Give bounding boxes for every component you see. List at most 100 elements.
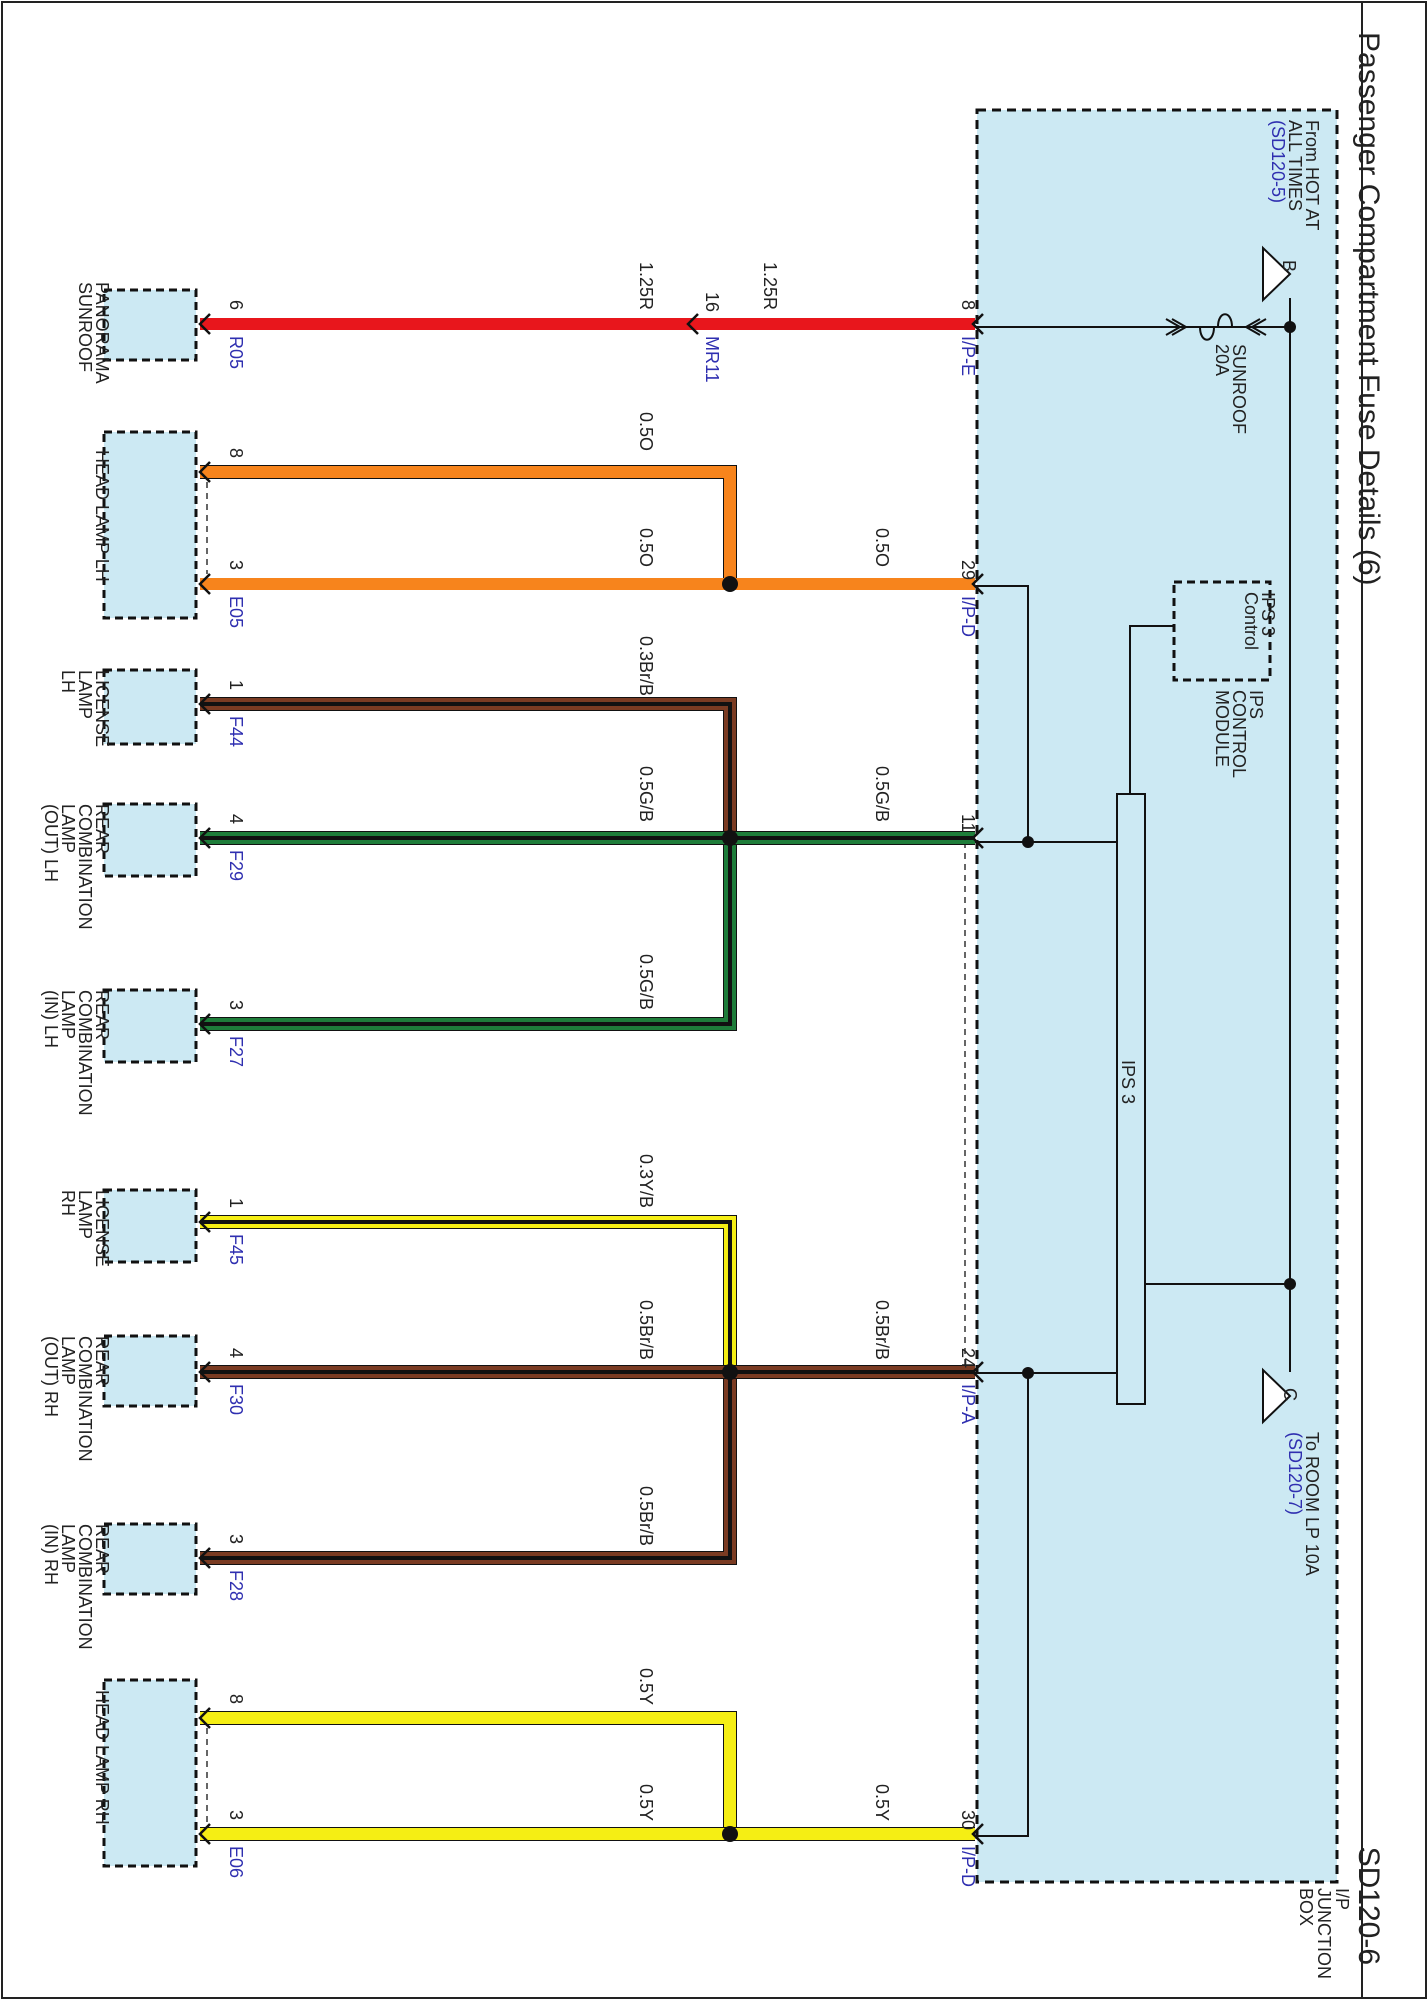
connector-pin-chevron: [971, 827, 984, 849]
ips-left-branch: [975, 585, 1029, 843]
junction-box-label-2: JUNCTION: [1314, 1888, 1334, 1979]
head-lamp-lh-name-1: HEAD LAMP LH: [92, 450, 112, 582]
fuse-label-2: 20A: [1212, 344, 1232, 376]
rear-comb-lamp-out-lh-connector: F29: [226, 850, 246, 881]
license-lamp-lh-name-2: LAMP: [75, 670, 95, 719]
rear-comb-lamp-out-lh-name-3: LAMP: [58, 804, 78, 853]
page-title: Passenger Compartment Fuse Details (6): [1352, 32, 1385, 586]
rear-comb-lamp-out-lh-name-2: COMBINATION: [75, 804, 95, 930]
rear-comb-lamp-out-rh-connector: F30: [226, 1384, 246, 1415]
head-lamp-rh-name-1: HEAD LAMP RH: [92, 1690, 112, 1825]
wire-label-ip-11: 0.5G/B: [872, 766, 892, 822]
head-lamp-lh-connector: E05: [226, 596, 246, 628]
panorama-sunroof-box: [102, 288, 198, 362]
wire-brown-license-lh-tracer: [200, 702, 732, 838]
connector-pin-chevron: [198, 1823, 211, 1845]
junction-box: [975, 108, 1339, 1884]
output-ref: (SD120-7): [1285, 1432, 1305, 1515]
license-lamp-lh-connector: F44: [226, 716, 246, 747]
junction-box-label-1: I/P: [1332, 1888, 1352, 1910]
wire-label-rear-out-lh: 0.5G/B: [636, 766, 656, 822]
ips-control-line: [1129, 625, 1174, 794]
connector-pin-chevron: [198, 693, 211, 715]
wire-label-sunroof-right: 1.25R: [760, 262, 780, 310]
splice-dot: [722, 576, 738, 592]
inline-connector-name: MR11: [702, 336, 722, 383]
connector-pin-chevron: [971, 313, 984, 335]
wire-label-ip-d-30: 0.5Y: [872, 1784, 892, 1821]
wire-label-rear-in-lh: 0.5G/B: [636, 954, 656, 1010]
output-terminal-symbol: [1262, 1367, 1292, 1425]
rear-comb-lamp-out-lh-name-1: REAR: [92, 804, 112, 854]
source-terminal-symbol: [1262, 245, 1292, 303]
output-terminal: C: [1280, 1388, 1300, 1401]
ips-right-branch: [975, 1372, 1029, 1837]
ips-control-label-2: Control: [1241, 592, 1261, 650]
wires: [198, 313, 984, 1845]
head-lamp-lh-pin-3: 3: [226, 560, 246, 570]
connector-pin-chevron: [971, 1823, 984, 1845]
wire-label-ip-d-29: 0.5O: [872, 528, 892, 567]
source-terminal: B: [1279, 260, 1299, 272]
source-ref: (SD120-5): [1268, 120, 1288, 203]
connector-pin-chevron: [198, 1707, 211, 1729]
wire-green-in-lh-tracer: [200, 838, 732, 1026]
ips-module-label-3: MODULE: [1212, 690, 1232, 767]
rear-comb-lamp-in-lh-connector: F27: [226, 1036, 246, 1067]
license-lamp-lh-name-1: LICENSE: [92, 670, 112, 747]
connector-pin-chevron: [198, 313, 211, 335]
rear-comb-lamp-in-lh-name-3: LAMP: [58, 990, 78, 1039]
rear-comb-lamp-out-lh-name-4: (OUT) LH: [41, 804, 61, 882]
source-label-1: From HOT AT: [1302, 120, 1322, 230]
license-lamp-lh-pin-1: 1: [226, 680, 246, 690]
box-connector-ip-e: I/P-E: [958, 336, 978, 376]
wire-orange-8: [200, 466, 736, 584]
panorama-sunroof-name-2: SUNROOF: [75, 282, 95, 372]
ips-control-label-1: IPS 3: [1258, 592, 1278, 636]
rear-comb-lamp-out-rh-pin-4: 4: [226, 1348, 246, 1358]
rear-comb-lamp-in-rh-connector: F28: [226, 1570, 246, 1601]
connector-pin-chevron: [198, 461, 211, 483]
wire-label-license-rh: 0.3Y/B: [636, 1154, 656, 1208]
rear-comb-lamp-out-rh-name-4: (OUT) RH: [41, 1336, 61, 1417]
license-lamp-rh-name-3: RH: [58, 1190, 78, 1216]
labels: R05E05F44F29F27F45F30F28E06683143143838I…: [226, 262, 978, 1887]
license-lamp-rh-pin-1: 1: [226, 1198, 246, 1208]
license-lamp-rh-connector: F45: [226, 1234, 246, 1265]
rear-comb-lamp-out-rh-name-1: REAR: [92, 1336, 112, 1386]
connector-pin-chevron: [971, 573, 984, 595]
license-lamp-rh-name-2: LAMP: [75, 1190, 95, 1239]
rear-comb-lamp-in-rh-pin-3: 3: [226, 1534, 246, 1544]
source-label-2: ALL TIMES: [1285, 120, 1305, 211]
panorama-sunroof-pin-6: 6: [226, 300, 246, 310]
page-code: SD120-6: [1352, 1847, 1385, 1965]
ips-3-label: IPS 3: [1118, 1060, 1138, 1104]
wire-label-sunroof-left: 1.25R: [636, 262, 656, 310]
ips-module-label-1: IPS: [1246, 690, 1266, 719]
connector-pin-chevron: [198, 1361, 211, 1383]
rear-comb-lamp-in-lh-name-1: REAR: [92, 990, 112, 1040]
rear-comb-lamp-out-rh-name-2: COMBINATION: [75, 1336, 95, 1462]
wire-label-rear-in-rh: 0.5Br/B: [636, 1486, 656, 1546]
rear-comb-lamp-in-rh-name-1: REAR: [92, 1524, 112, 1574]
wire-label-headlamp-lh-8: 0.5O: [636, 412, 656, 451]
junction-box-label-3: BOX: [1296, 1888, 1316, 1926]
rear-comb-lamp-out-rh-name-3: LAMP: [58, 1336, 78, 1385]
wire-label-headlamp-lh-3: 0.5O: [636, 528, 656, 567]
splice-dot: [1284, 321, 1296, 333]
wire-yellow-license-rh-tracer: [200, 1220, 732, 1372]
splice-dot: [1022, 1367, 1034, 1379]
box-connector-ip-d-29: I/P-D: [958, 596, 978, 637]
splice-dot: [722, 1364, 738, 1380]
connector-pin-chevron: [198, 573, 211, 595]
inline-connector-pin: 16: [702, 292, 722, 312]
rear-comb-lamp-in-rh-name-2: COMBINATION: [75, 1524, 95, 1650]
connector-pin-chevron: [198, 1013, 211, 1035]
wire-label-license-lh: 0.3Br/B: [636, 636, 656, 696]
panorama-sunroof-name-1: PANORAMA: [92, 282, 112, 384]
box-pin-8: 8: [958, 300, 978, 310]
rear-comb-lamp-in-lh-box: [102, 988, 198, 1064]
head-lamp-lh-pin-8: 8: [226, 448, 246, 458]
